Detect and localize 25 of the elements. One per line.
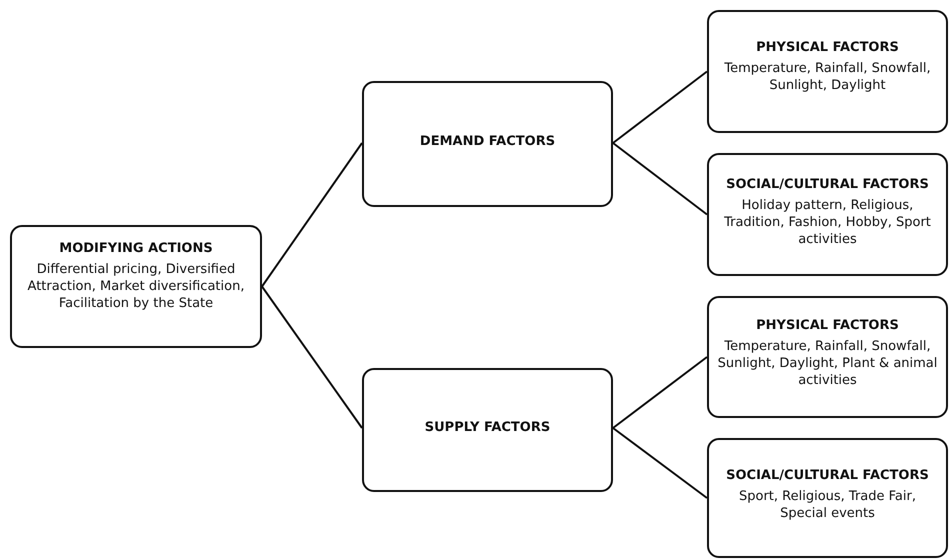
rounded-box	[362, 368, 613, 492]
box-description: Temperature, Rainfall, Snowfall, Sunlight, Daylight, Plant & animal activities	[716, 339, 938, 390]
box-heading: SOCIAL/CULTURAL FACTORS	[726, 468, 929, 483]
connector-line	[612, 427, 708, 499]
connector-line	[612, 70, 708, 144]
connector-line	[261, 142, 363, 288]
rounded-box	[707, 153, 948, 276]
box-heading: DEMAND FACTORS	[420, 134, 556, 148]
rounded-box	[10, 225, 262, 348]
rounded-box	[707, 296, 948, 418]
box-description: Holiday pattern, Religious, Tradition, Fashion, Hobby, Sport activities	[723, 198, 932, 249]
rounded-box	[707, 438, 948, 558]
box-description: Differential pricing, Diversified Attraction, Market diversification, Facilitation by the State	[26, 262, 246, 313]
box-heading: MODIFYING ACTIONS	[59, 241, 213, 256]
box-description: Temperature, Rainfall, Snowfall, Sunlight, Daylight	[723, 61, 932, 95]
connector-line	[612, 142, 708, 216]
box-heading: PHYSICAL FACTORS	[756, 318, 899, 333]
box-heading: PHYSICAL FACTORS	[756, 40, 899, 55]
connector-line	[261, 286, 363, 429]
rounded-box	[362, 81, 613, 207]
box-description: Sport, Religious, Trade Fair, Special events	[738, 489, 917, 523]
box-heading: SOCIAL/CULTURAL FACTORS	[726, 177, 929, 192]
box-heading: SUPPLY FACTORS	[424, 420, 550, 434]
connector-line	[612, 356, 708, 429]
rounded-box	[707, 10, 948, 133]
